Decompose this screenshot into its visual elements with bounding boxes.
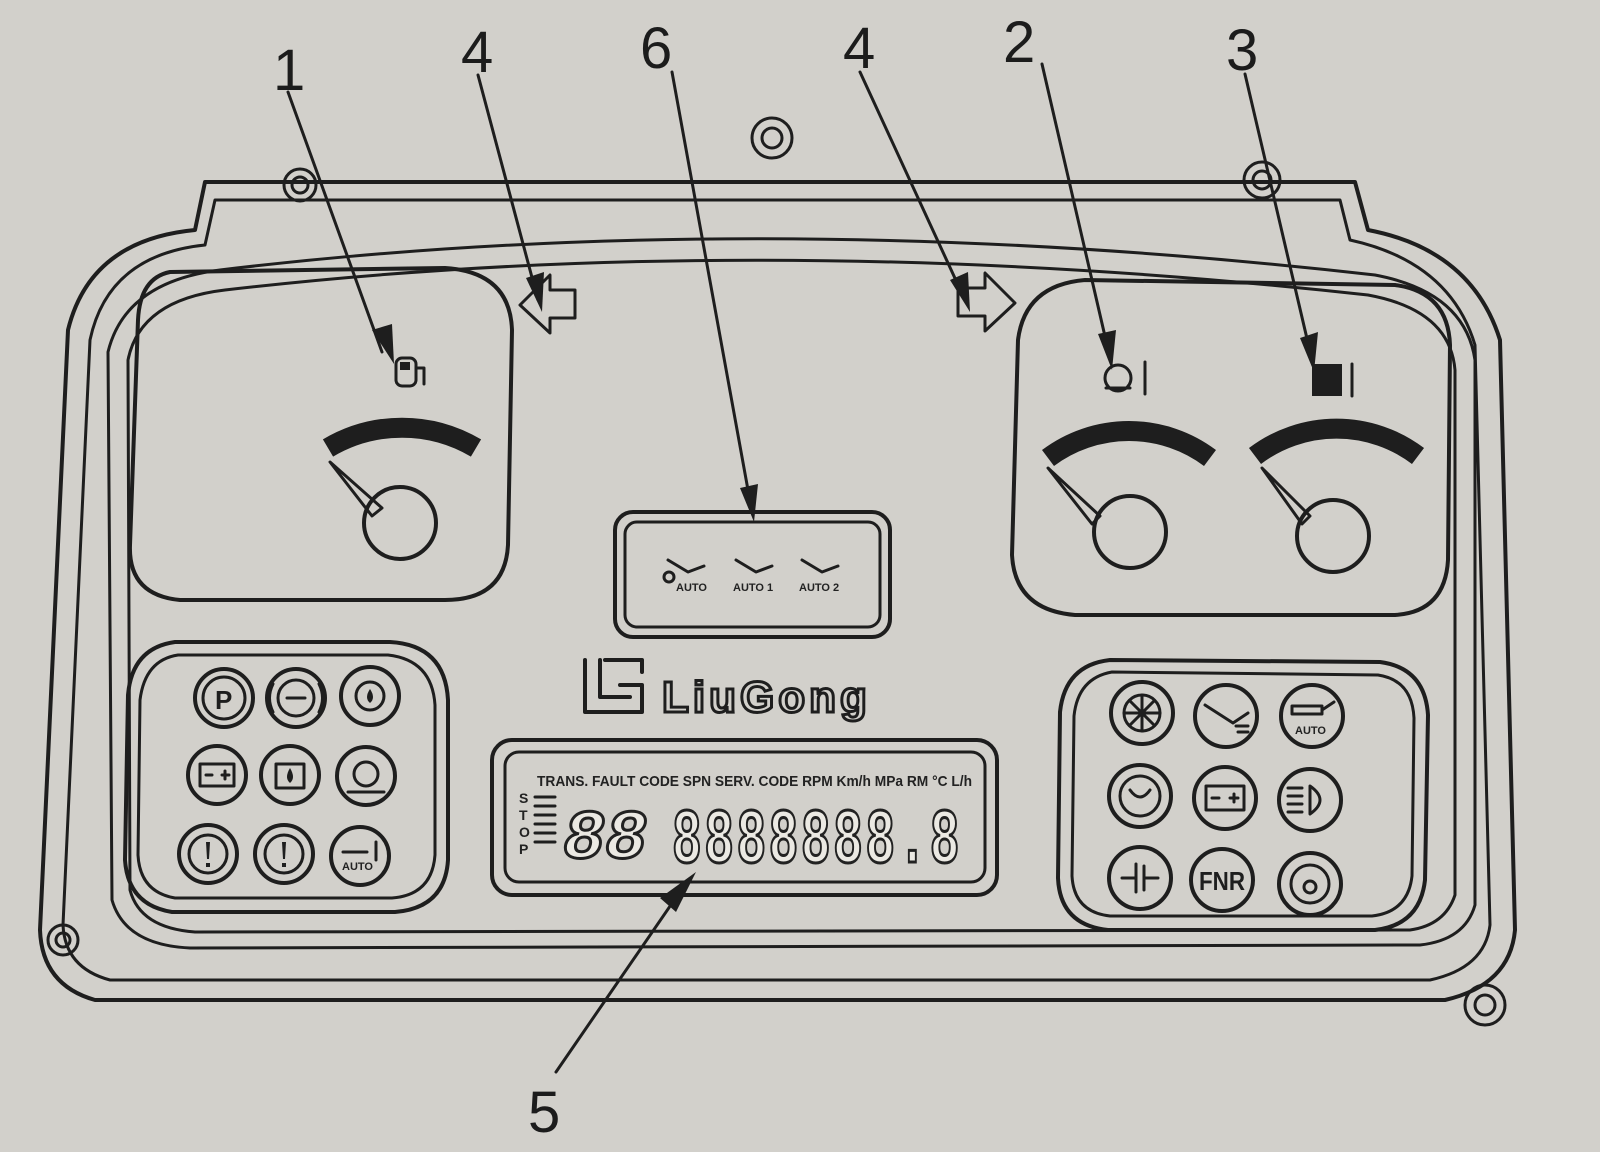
auto-lube-fault-icon: AUTO — [329, 825, 391, 887]
callout-4-left: 4 — [461, 20, 493, 85]
fuel-gauge-hub — [362, 485, 438, 561]
auto-lube-fault-label: AUTO — [342, 861, 373, 873]
left-turn-arrow-icon — [518, 273, 577, 335]
fuel-gauge-needle — [328, 460, 384, 518]
lcd-display: TRANS. FAULT CODE SPN SERV. CODE RPM Km/… — [490, 738, 999, 897]
callout-4-right: 4 — [843, 16, 875, 81]
auto2-label: AUTO 2 — [799, 582, 839, 594]
auto-lube-icon: AUTO — [1279, 683, 1345, 749]
engine-preheat-icon — [1107, 763, 1173, 829]
lcd-stop-o: O — [519, 824, 530, 840]
callout-3: 3 — [1226, 18, 1258, 83]
parking-glyph: P — [215, 685, 232, 715]
lcd-header-labels: TRANS. FAULT CODE SPN SERV. CODE RPM Km/… — [537, 773, 972, 790]
lcd-stop-s: S — [519, 790, 528, 806]
engine-stop-icon — [1277, 851, 1343, 917]
right-indicator-panel: AUTO FNR — [1056, 658, 1430, 932]
engine-oil-pressure-icon — [259, 744, 321, 806]
mounting-hole — [1463, 983, 1507, 1027]
auto-mode-window: AUTO AUTO 1 AUTO 2 — [613, 510, 892, 639]
auto-label: AUTO — [676, 582, 707, 594]
auto1-label: AUTO 1 — [733, 582, 773, 594]
left-indicator-panel: P — [123, 640, 450, 914]
transmission-oil-temp-icon — [1312, 362, 1354, 398]
fan-reverse-icon — [1109, 680, 1175, 746]
lcd-stop-p: P — [519, 841, 528, 857]
transmission-cutoff-icon — [1107, 845, 1173, 911]
lcd-stop-t: T — [519, 807, 528, 823]
cluster-housing — [38, 116, 1517, 1027]
parking-brake-icon: P — [193, 667, 255, 729]
trans-temp-gauge-needle — [1260, 466, 1312, 526]
lcd-bar-indicator — [533, 795, 557, 844]
high-beam-icon — [1277, 767, 1343, 833]
callout-leaders — [286, 62, 1318, 1074]
auto-shift-icon — [1193, 683, 1259, 749]
mounting-hole — [282, 167, 318, 203]
temperature-gauge-panel — [1010, 278, 1452, 617]
engine-fault-icon — [253, 823, 315, 885]
mounting-hole — [46, 923, 80, 957]
brand-logo: LiuGong — [583, 658, 871, 724]
engine-coolant-temp-icon — [1103, 360, 1147, 396]
battery-icon — [1192, 765, 1258, 831]
right-turn-arrow-icon — [956, 271, 1017, 333]
transmission-oil-icon — [339, 665, 401, 727]
callout-6: 6 — [640, 16, 672, 81]
battery-charge-icon — [186, 744, 248, 806]
trans-temp-gauge-arc — [1248, 418, 1425, 465]
lcd-small-digits: 88 — [563, 801, 647, 880]
brake-fault-icon — [265, 667, 327, 729]
brand-mark-icon — [583, 658, 644, 714]
mounting-hole — [750, 116, 794, 160]
auto2-mode-lamp: AUTO 2 — [799, 558, 840, 594]
fuel-gauge-panel — [127, 266, 514, 602]
auto-lube-label: AUTO — [1295, 725, 1326, 737]
callout-1: 1 — [273, 38, 305, 103]
coolant-gauge-hub — [1092, 494, 1168, 570]
fuel-gauge-arc — [322, 417, 482, 457]
auto1-mode-lamp: AUTO 1 — [733, 558, 774, 594]
coolant-gauge-needle — [1046, 466, 1102, 526]
engine-warning-icon — [177, 823, 239, 885]
lcd-main-digits: 8888888.8 — [672, 798, 962, 886]
fuel-icon — [394, 356, 426, 388]
trans-temp-gauge-hub — [1295, 498, 1371, 574]
fnr-icon: FNR — [1189, 847, 1255, 913]
callout-2: 2 — [1003, 10, 1035, 75]
fnr-label: FNR — [1199, 866, 1245, 896]
callout-5: 5 — [528, 1080, 560, 1145]
air-filter-icon — [335, 745, 397, 807]
coolant-gauge-arc — [1042, 421, 1216, 467]
auto-mode-lamp: AUTO — [662, 558, 707, 594]
brand-name: LiuGong — [662, 673, 871, 722]
